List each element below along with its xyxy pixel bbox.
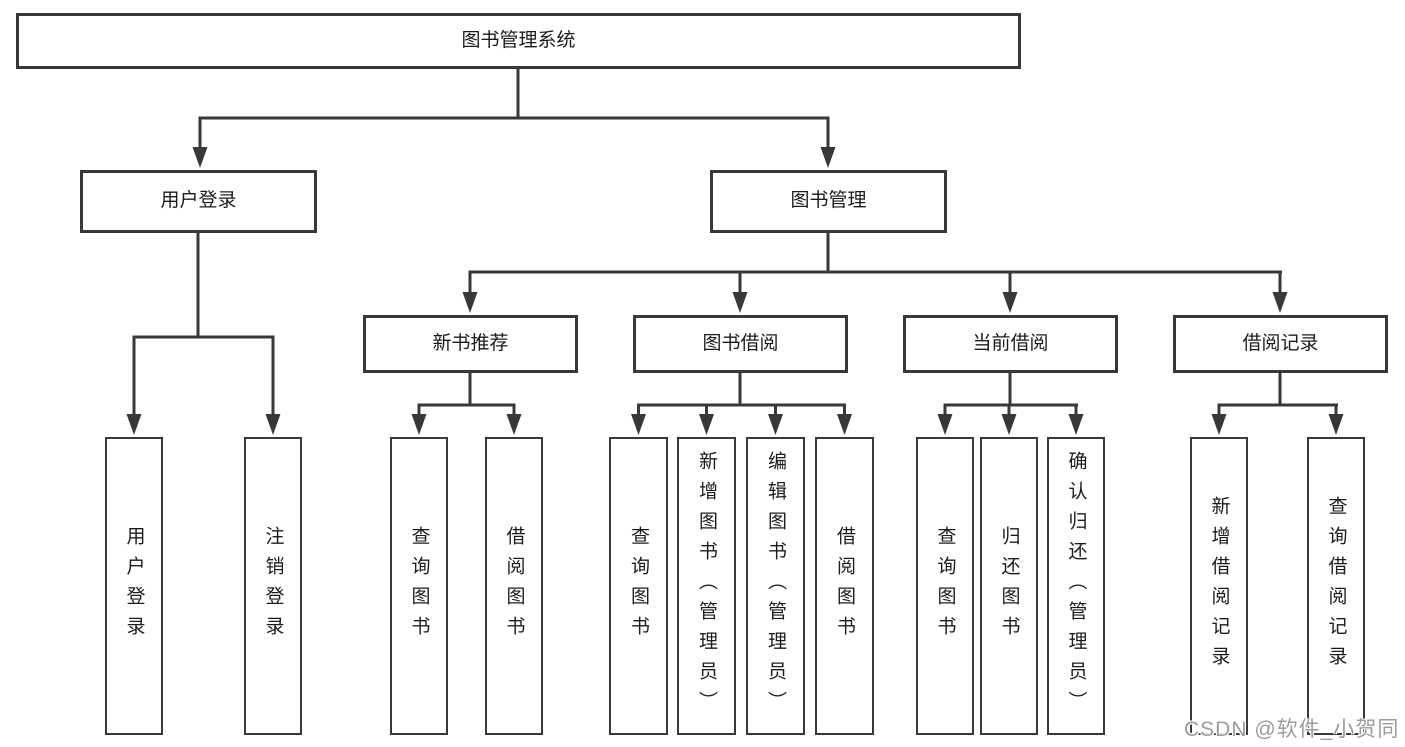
- node-book-borrow: 图书借阅: [633, 315, 848, 373]
- node-book-management: 图书管理: [710, 170, 947, 233]
- node-record-query: 查询借阅记录: [1307, 437, 1365, 735]
- node-current-borrow-label: 当前借阅: [972, 332, 1049, 354]
- node-record-add: 新增借阅记录: [1190, 437, 1248, 735]
- arrowheads: [126, 147, 1344, 435]
- node-borrow-borrow: 借阅图书: [815, 437, 874, 735]
- node-current-confirm: 确认归还（管理员）: [1047, 437, 1105, 735]
- node-borrow-record: 借阅记录: [1173, 315, 1388, 373]
- watermark-text: CSDN @软件_小贺同学: [1184, 718, 1400, 741]
- node-borrow-edit-label: 编辑图书（管理员）: [765, 451, 786, 721]
- node-borrow-edit: 编辑图书（管理员）: [746, 437, 805, 735]
- node-login-leaf: 用户登录: [105, 437, 163, 735]
- node-newbook-borrow: 借阅图书: [485, 437, 543, 735]
- node-logout-leaf: 注销登录: [244, 437, 302, 735]
- node-book-management-label: 图书管理: [790, 190, 867, 212]
- node-newbook-query-label: 查询图书: [408, 526, 430, 646]
- node-current-return-label: 归还图书: [998, 526, 1020, 646]
- node-logout-leaf-label: 注销登录: [262, 526, 284, 646]
- node-current-confirm-label: 确认归还（管理员）: [1065, 451, 1087, 721]
- node-root-label: 图书管理系统: [461, 29, 576, 51]
- node-borrow-borrow-label: 借阅图书: [834, 526, 855, 646]
- node-new-book-recommend-label: 新书推荐: [432, 332, 509, 354]
- node-current-return: 归还图书: [980, 437, 1038, 735]
- node-record-query-label: 查询借阅记录: [1325, 496, 1347, 676]
- node-newbook-query: 查询图书: [390, 437, 448, 735]
- node-record-add-label: 新增借阅记录: [1208, 496, 1230, 676]
- node-book-borrow-label: 图书借阅: [702, 332, 779, 354]
- node-borrow-add-label: 新增图书（管理员）: [696, 451, 717, 721]
- node-login-leaf-label: 用户登录: [123, 526, 145, 646]
- node-current-borrow: 当前借阅: [903, 315, 1118, 373]
- node-borrow-query: 查询图书: [609, 437, 668, 735]
- node-root: 图书管理系统: [16, 13, 1021, 69]
- node-user-login-label: 用户登录: [160, 190, 237, 212]
- node-newbook-borrow-label: 借阅图书: [503, 526, 525, 646]
- node-borrow-add: 新增图书（管理员）: [677, 437, 736, 735]
- node-user-login: 用户登录: [80, 170, 317, 233]
- node-borrow-record-label: 借阅记录: [1242, 332, 1319, 354]
- node-borrow-query-label: 查询图书: [628, 526, 649, 646]
- node-current-query-label: 查询图书: [934, 526, 956, 646]
- node-new-book-recommend: 新书推荐: [363, 315, 578, 373]
- node-current-query: 查询图书: [916, 437, 974, 735]
